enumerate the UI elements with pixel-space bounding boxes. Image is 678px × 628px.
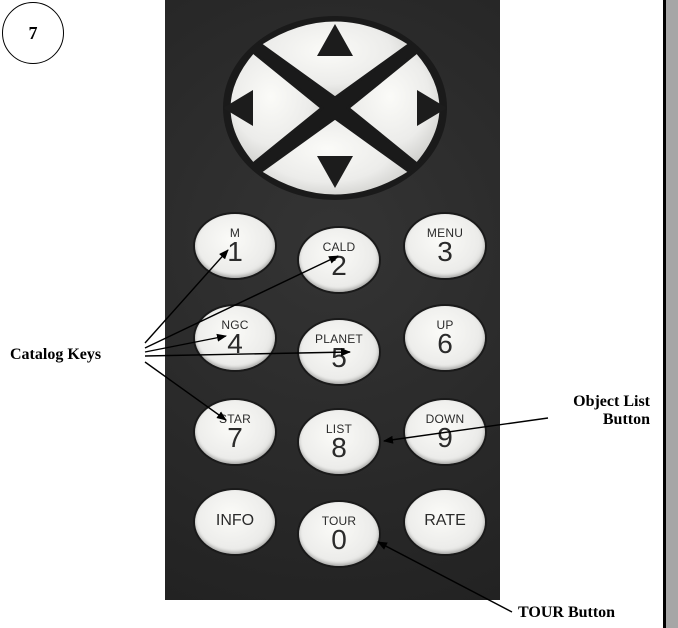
info-label: INFO [215,512,255,529]
key-3-menu[interactable]: MENU 3 [405,214,485,278]
arrow-up-icon [317,24,353,56]
right-border-rule [663,0,666,628]
right-margin-strip [666,0,678,628]
key-8-number: 8 [331,432,347,463]
page-number: 7 [28,22,38,43]
hand-controller-keypad: M 1 CALD 2 MENU 3 NGC 4 PLANET 5 UP 6 ST… [165,0,500,600]
key-7-label: STAR [219,412,251,426]
tour-button-text: TOUR Button [518,604,616,621]
key-2-number: 2 [331,250,347,281]
key-4-number: 4 [227,328,243,359]
key-1-number: 1 [227,236,243,267]
key-6-up[interactable]: UP 6 [405,306,485,370]
key-3-number: 3 [437,236,453,267]
arrow-left-icon [223,90,253,126]
key-3-label: MENU [426,226,464,240]
key-8-list[interactable]: LIST 8 [299,410,379,474]
info-button[interactable]: INFO [195,490,275,554]
catalog-keys-text: Catalog Keys [10,346,102,363]
dpad-left-button[interactable] [227,49,325,167]
rate-label: RATE [424,512,466,529]
arrow-down-icon [317,156,353,188]
key-0-tour[interactable]: TOUR 0 [299,502,379,566]
object-list-text-line2: Button [602,411,650,428]
object-list-callout: Object List Button [548,393,650,429]
arrow-right-icon [417,90,447,126]
dpad-up-button[interactable] [257,18,413,100]
key-0-label: TOUR [321,514,357,528]
catalog-keys-callout: Catalog Keys [10,346,101,364]
key-7-star[interactable]: STAR 7 [195,400,275,464]
key-1-label: M [229,226,241,240]
key-0-number: 0 [331,524,347,555]
key-4-ngc[interactable]: NGC 4 [195,306,275,370]
key-8-label: LIST [325,422,353,436]
direction-pad [223,16,447,200]
key-5-planet[interactable]: PLANET 5 [299,320,379,384]
key-9-down[interactable]: DOWN 9 [405,400,485,464]
key-2-label: CALD [322,240,356,254]
key-5-number: 5 [331,342,347,373]
page-number-badge: 7 [2,2,64,64]
key-6-number: 6 [437,328,453,359]
object-list-text-line1: Object List [573,393,650,410]
rate-button[interactable]: RATE [405,490,485,554]
tour-button-callout: TOUR Button [518,604,615,622]
key-6-label: UP [436,318,454,332]
key-9-number: 9 [437,422,453,453]
key-7-number: 7 [227,422,243,453]
key-1-m[interactable]: M 1 [195,214,275,278]
key-2-cald[interactable]: CALD 2 [299,228,379,292]
dpad-right-button[interactable] [345,49,443,167]
